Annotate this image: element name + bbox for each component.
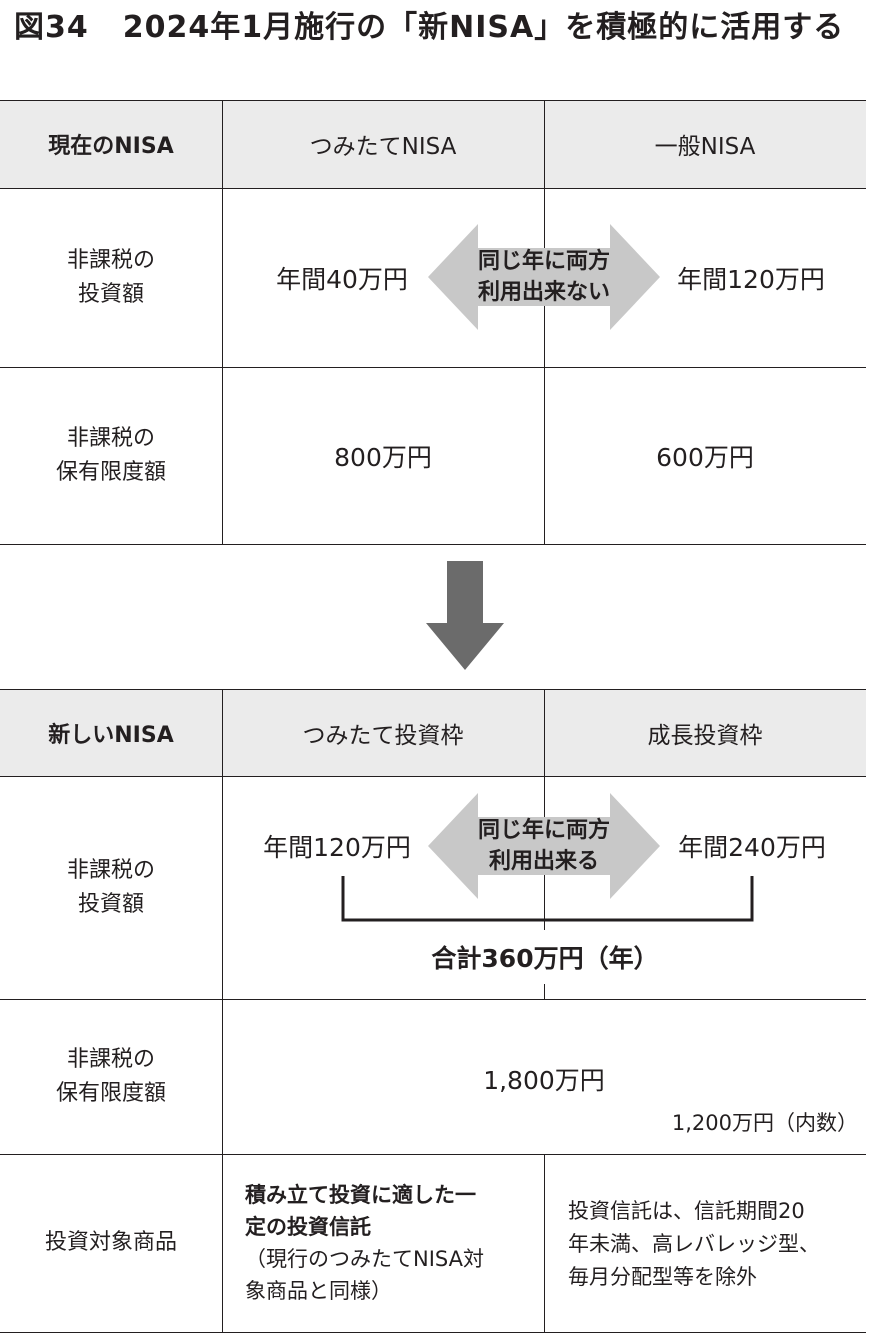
annual-total: 合計360万円（年） <box>390 930 700 984</box>
figure-title: 図34 2024年1月施行の「新NISA」を積極的に活用する <box>14 2 844 46</box>
lifetime-holding-limit: 1,800万円 <box>483 1066 605 1095</box>
table-border <box>0 689 866 690</box>
product-text-line: 象商品と同様） <box>245 1279 392 1303</box>
column-divider <box>222 100 223 544</box>
table-border <box>0 188 866 189</box>
arrow-text-line: 利用出来ない <box>477 280 610 305</box>
new-nisa-header-label: 新しいNISA <box>48 722 174 748</box>
growth-frame-annual-amount: 年間240万円 <box>678 833 826 862</box>
double-arrow-icon <box>428 224 660 330</box>
row-label-tax-free-investment: 非課税の投資額 <box>0 188 222 367</box>
table-border <box>0 999 866 1000</box>
product-text-line: 定の投資信託 <box>245 1215 371 1239</box>
table-border <box>0 544 866 545</box>
row-label-line: 投資額 <box>77 891 144 917</box>
growth-eligible-products: 投資信託は、信託期間20 年未満、高レバレッジ型、 毎月分配型等を除外 <box>568 1195 858 1294</box>
table-border <box>0 367 866 368</box>
general-annual-amount: 年間120万円 <box>677 265 825 294</box>
column-divider <box>544 1154 545 1332</box>
row-label-eligible-products: 投資対象商品 <box>44 1230 177 1255</box>
product-text-line: 投資信託は、信託期間20 <box>568 1199 805 1223</box>
row-label-holding-limit: 非課税の保有限度額 <box>0 999 222 1154</box>
row-label-line: 投資額 <box>77 281 144 307</box>
product-text-line: 積み立て投資に適した一 <box>245 1183 476 1207</box>
current-header-background <box>0 100 866 188</box>
down-arrow-icon <box>426 561 504 670</box>
growth-frame-sub-limit: 1,200万円（内数） <box>671 1111 858 1135</box>
tsumitate-eligible-products: 積み立て投資に適した一 定の投資信託 （現行のつみたてNISA対 象商品と同様） <box>245 1179 535 1307</box>
total-bracket <box>341 876 754 922</box>
row-label-line: 非課税の <box>66 857 155 883</box>
row-label-line: 非課税の <box>66 247 155 273</box>
product-text-line: 年未満、高レバレッジ型、 <box>568 1232 820 1256</box>
can-use-both-note: 同じ年に両方利用出来る <box>428 793 660 899</box>
arrow-text-line: 同じ年に両方 <box>477 818 610 843</box>
table-border <box>0 1154 866 1155</box>
table-border <box>0 100 866 101</box>
row-label-tax-free-investment: 非課税の投資額 <box>0 776 222 999</box>
product-text-line: （現行のつみたてNISA対 <box>245 1247 484 1271</box>
figure-number: 図34 <box>14 10 89 45</box>
tsumitate-annual-amount: 年間40万円 <box>276 265 408 294</box>
figure-title-text: 2024年1月施行の「新NISA」を積極的に活用する <box>122 10 845 45</box>
product-text-line: 毎月分配型等を除外 <box>568 1265 757 1289</box>
row-label-line: 保有限度額 <box>55 1080 166 1106</box>
double-arrow-icon <box>428 793 660 899</box>
general-nisa-header: 一般NISA <box>654 134 756 160</box>
row-label-line: 保有限度額 <box>55 459 166 485</box>
tsumitate-frame-header: つみたて投資枠 <box>302 722 464 749</box>
table-border <box>0 776 866 777</box>
row-label-holding-limit: 非課税の保有限度額 <box>0 367 222 544</box>
growth-frame-header: 成長投資枠 <box>647 722 763 749</box>
arrow-text-line: 同じ年に両方 <box>477 249 610 274</box>
row-label-line: 非課税の <box>66 425 155 451</box>
column-divider <box>222 689 223 1332</box>
new-header-background <box>0 689 866 776</box>
tsumitate-nisa-header: つみたてNISA <box>309 134 457 160</box>
column-divider <box>544 100 545 544</box>
tsumitate-frame-annual-amount: 年間120万円 <box>263 833 411 862</box>
current-nisa-header-label: 現在のNISA <box>48 134 174 159</box>
arrow-text-line: 利用出来る <box>488 849 599 874</box>
table-border <box>0 1332 866 1333</box>
tsumitate-holding-limit: 800万円 <box>334 442 432 472</box>
row-label-line: 非課税の <box>66 1046 155 1072</box>
general-holding-limit: 600万円 <box>656 442 754 472</box>
cannot-use-both-note: 同じ年に両方利用出来ない <box>428 224 660 330</box>
